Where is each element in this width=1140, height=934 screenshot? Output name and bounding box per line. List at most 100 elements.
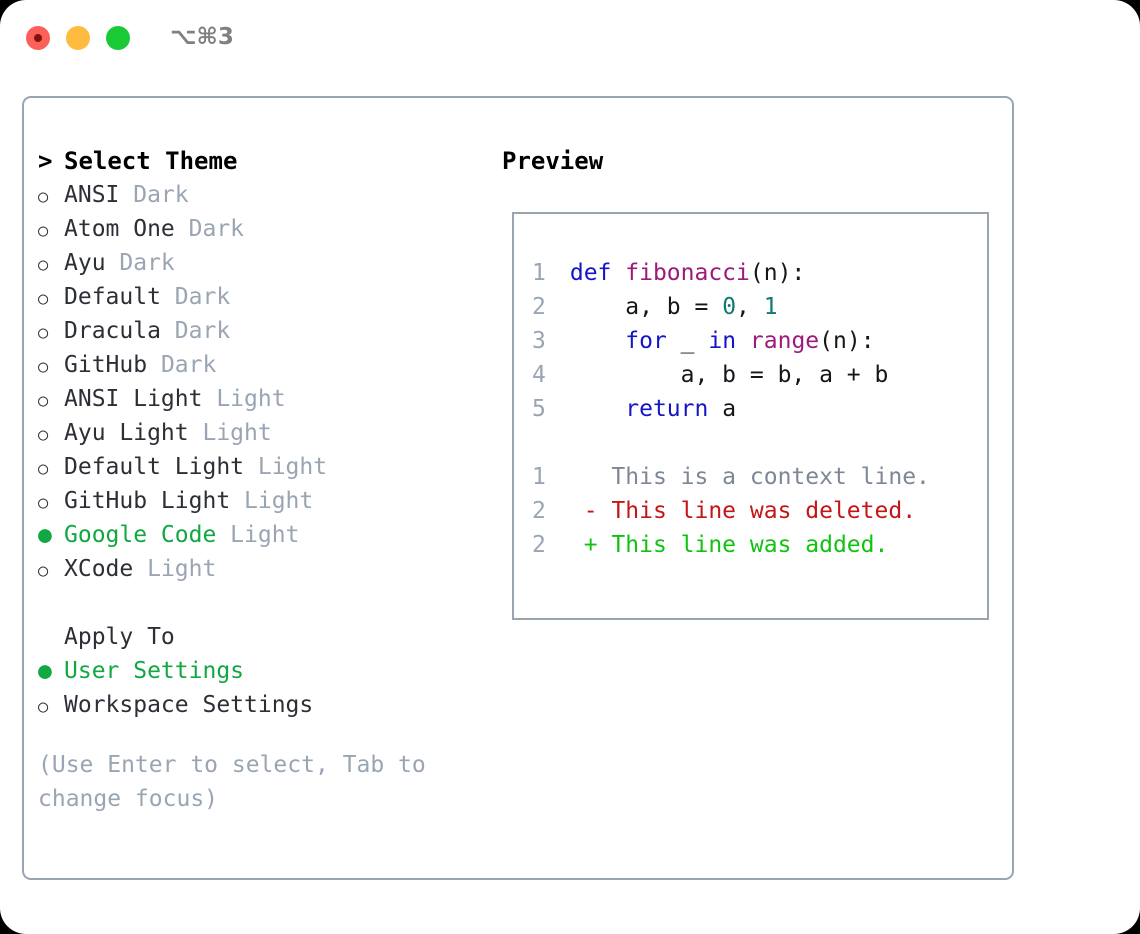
theme-list-item[interactable]: ○ GitHub Dark [38, 348, 488, 382]
code-token: (n): [819, 328, 875, 354]
radio-unselected-icon: ○ [38, 425, 49, 445]
diff-sign: - [583, 498, 598, 524]
code-token: , [736, 294, 764, 320]
code-token [570, 396, 625, 422]
section-spacer [38, 586, 488, 620]
main-panel: >Select Theme ○ANSI Dark○Atom One Dark○A… [22, 96, 1014, 880]
preview-column: Preview 1 def fibonacci(n):2 a, b = 0, 1… [502, 144, 1002, 620]
theme-list-item[interactable]: ●Google Code Light [38, 518, 488, 552]
help-text-line-1: (Use Enter to select, Tab to [38, 752, 426, 778]
diff-sign [584, 464, 598, 490]
theme-name-label: Ayu [64, 250, 106, 276]
maximize-button[interactable] [106, 26, 130, 50]
radio-selected-icon: ● [38, 658, 52, 684]
theme-name-label: Google Code [64, 522, 217, 548]
theme-variant-label: Dark [105, 250, 175, 276]
code-line: 4 a, b = b, a + b [532, 358, 987, 392]
apply-to-list[interactable]: ● User Settings ○ Workspace Settings [38, 654, 488, 722]
theme-list-header: > Select Theme [38, 144, 488, 178]
diff-sign: + [583, 532, 598, 558]
code-line: 3 for _ in range(n): [532, 324, 987, 358]
preview-title: Preview [502, 147, 604, 175]
theme-list-item[interactable]: ○Atom One Dark [38, 212, 488, 246]
minimize-button[interactable] [66, 26, 90, 50]
theme-list-item[interactable]: ○GitHub Light Light [38, 484, 488, 518]
line-number: 4 [532, 362, 546, 388]
theme-list-header-label: Select Theme [64, 147, 238, 175]
code-token: a, b = b, a + b [569, 362, 889, 388]
radio-unselected-icon: ○ [38, 391, 49, 411]
help-text-line-2: change focus) [38, 786, 219, 812]
selection-arrow-icon: > [38, 147, 53, 175]
theme-name-label: GitHub Light [64, 488, 231, 514]
code-token: a, b = [569, 294, 723, 320]
theme-list[interactable]: ○ANSI Dark○Atom One Dark○Ayu Dark○Defaul… [38, 178, 488, 586]
close-button[interactable] [26, 26, 50, 50]
line-number: 5 [532, 396, 546, 422]
theme-list-item[interactable]: ○XCode Light [38, 552, 488, 586]
code-line: 1 def fibonacci(n): [532, 256, 987, 290]
code-token: a [708, 396, 737, 422]
theme-name-label: Default Light [64, 454, 245, 480]
code-diff-gap [532, 426, 987, 460]
theme-name-label: XCode [64, 556, 134, 582]
theme-variant-label: Dark [119, 182, 189, 208]
radio-unselected-icon: ○ [38, 357, 49, 377]
line-number: 2 [532, 532, 546, 558]
code-line: 5 return a [532, 392, 987, 426]
radio-unselected-icon: ○ [38, 187, 49, 207]
theme-list-item[interactable]: ○ANSI Light Light [38, 382, 488, 416]
theme-name-label: GitHub [64, 352, 148, 378]
radio-unselected-icon: ○ [38, 697, 49, 717]
diff-line: 2 + This line was added. [532, 528, 987, 562]
theme-list-item[interactable]: ○ANSI Dark [38, 178, 488, 212]
theme-name-label: Atom One [64, 216, 175, 242]
diff-text: This line was added. [597, 532, 889, 558]
theme-variant-label: Dark [160, 318, 231, 344]
theme-name-label: Ayu Light [64, 420, 189, 446]
theme-selector-column: >Select Theme ○ANSI Dark○Atom One Dark○A… [38, 144, 488, 816]
diff-text: This is a context line. [597, 464, 930, 490]
line-number: 2 [532, 498, 546, 524]
theme-list-item[interactable]: ○Default Light Light [38, 450, 488, 484]
theme-list-item[interactable]: ○Ayu Dark [38, 246, 488, 280]
code-token: (n): [749, 260, 806, 286]
theme-variant-label: Dark [147, 352, 217, 378]
radio-unselected-icon: ○ [38, 289, 49, 309]
apply-to-label: User Settings [64, 658, 245, 684]
code-line: 2 a, b = 0, 1 [532, 290, 987, 324]
code-token [570, 328, 625, 354]
radio-unselected-icon: ○ [38, 323, 49, 343]
theme-name-label: ANSI Light [64, 386, 203, 412]
theme-name-label: Dracula [64, 318, 161, 344]
apply-to-item[interactable]: ○ Workspace Settings [38, 688, 488, 722]
code-token: _ [666, 328, 709, 354]
help-text: (Use Enter to select, Tab to change focu… [38, 748, 438, 816]
theme-list-item[interactable]: ○ Dracula Dark [38, 314, 488, 348]
code-token: 0 [722, 294, 737, 320]
line-number: 3 [532, 328, 546, 354]
theme-variant-label: Light [188, 420, 272, 446]
line-number: 1 [532, 464, 546, 490]
apply-to-header-label: Apply To [64, 624, 175, 650]
theme-variant-label: Light [230, 488, 314, 514]
radio-unselected-icon: ○ [38, 221, 49, 241]
theme-list-item[interactable]: ○ Ayu Light Light [38, 416, 488, 450]
code-token: def [569, 260, 626, 286]
code-token: for [625, 328, 667, 354]
theme-variant-label: Light [133, 556, 217, 582]
line-number: 1 [532, 260, 546, 286]
radio-selected-icon: ● [38, 522, 52, 548]
apply-to-item[interactable]: ● User Settings [38, 654, 488, 688]
diff-sample: 1 This is a context line. 2 - This line w… [532, 460, 987, 562]
theme-list-item[interactable]: ○Default Dark [38, 280, 488, 314]
apply-to-label: Workspace Settings [64, 692, 314, 718]
code-token: 1 [763, 294, 778, 320]
diff-line: 1 This is a context line. [532, 460, 987, 494]
title-bar: ⌥⌘3 [0, 0, 1140, 76]
code-token: fibonacci [625, 260, 750, 286]
theme-variant-label: Light [244, 454, 328, 480]
theme-variant-label: Dark [160, 284, 231, 310]
